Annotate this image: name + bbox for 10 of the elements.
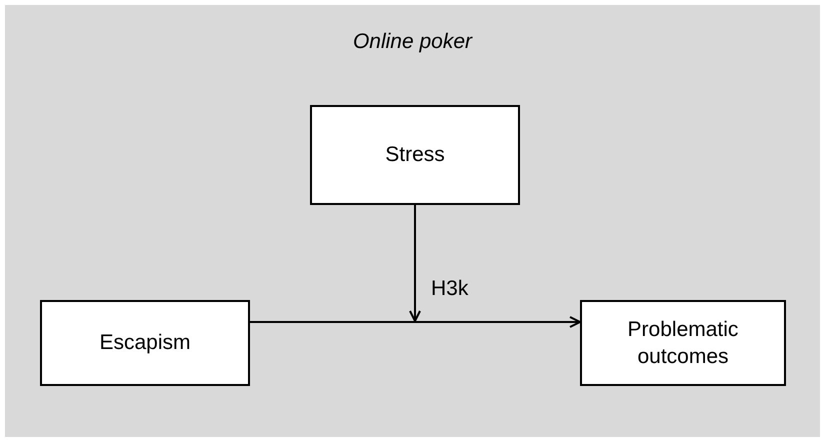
- variable-box: [40, 300, 250, 386]
- panel-title: Online poker: [352, 30, 472, 54]
- arrow: [250, 316, 581, 328]
- box-label: Problematic outcomes: [626, 316, 740, 370]
- box-label: Escapism: [99, 330, 191, 356]
- arrow: [409, 205, 421, 322]
- box-label: Stress: [385, 142, 445, 168]
- variable-box: [580, 300, 786, 386]
- panel-background: [5, 5, 820, 437]
- variable-box: [310, 105, 520, 205]
